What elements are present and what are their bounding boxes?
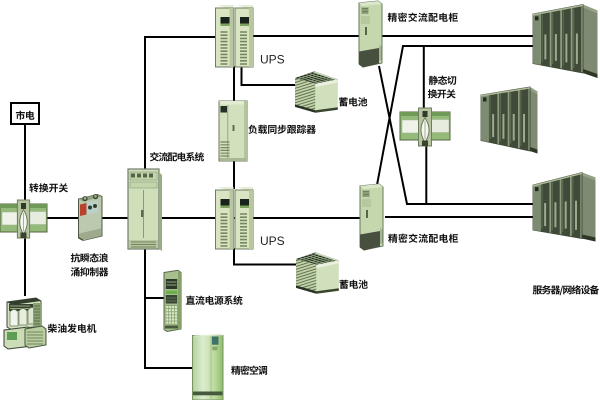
- svg-text:UPS: UPS: [260, 53, 285, 67]
- svg-text:UPS: UPS: [260, 234, 285, 248]
